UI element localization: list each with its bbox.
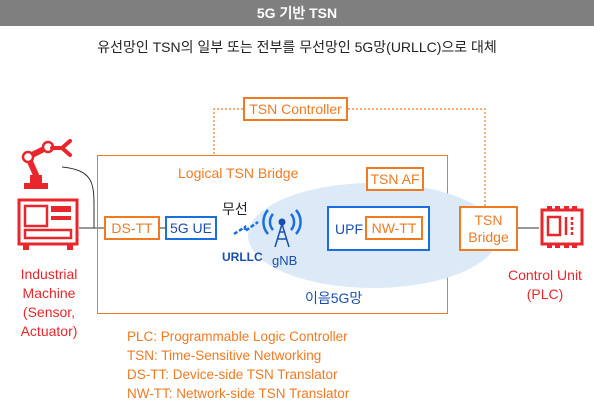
robot-link (61, 166, 104, 229)
subtitle: 유선망인 TSN의 일부 또는 전부를 무선망인 5G망(URLLC)으로 대체 (97, 39, 497, 55)
wireless-link-icon (233, 220, 259, 236)
control-unit-label: Control Unit (PLC) (499, 266, 591, 304)
gnb-antenna-icon (262, 209, 302, 248)
ue-label: 5G UE (169, 220, 212, 236)
industrial-machine-label: Industrial Machine (Sensor, Actuator) (11, 265, 87, 341)
ds-tt-box: DS-TT (104, 216, 160, 240)
controller-link-right (348, 108, 486, 206)
tsn-controller-label: TSN Controller (249, 100, 342, 117)
legend: PLC: Programmable Logic Controller TSN: … (127, 327, 349, 403)
industrial-machine-icon (17, 198, 79, 250)
tsn-bridge-label-line1: TSN (474, 211, 503, 228)
legend-item: TSN: Time-Sensitive Networking (127, 348, 322, 363)
machine-label-line3: (Sensor, (22, 304, 76, 320)
wireless-label: 무선 (222, 201, 248, 217)
tsn-bridge-box: TSN Bridge (459, 206, 518, 251)
legend-item: DS-TT: Device-side TSN Translator (127, 367, 338, 382)
tsn-af-label: TSN AF (370, 170, 420, 187)
legend-item: NW-TT: Network-side TSN Translator (127, 386, 350, 401)
nw-tt-box: NW-TT (365, 216, 423, 240)
controller-link-left (213, 108, 243, 155)
robot-arm-icon (21, 139, 72, 189)
gnb-label: gNB (272, 253, 298, 268)
machine-label-line4: Actuator) (20, 323, 78, 339)
urllc-label: URLLC (222, 250, 263, 264)
plc-icon (540, 206, 584, 248)
legend-item: PLC: Programmable Logic Controller (127, 329, 348, 344)
ds-tt-label: DS-TT (111, 219, 153, 236)
control-unit-label-line1: Control Unit (508, 267, 582, 283)
tsn-bridge-label-line2: Bridge (468, 228, 509, 245)
upf-label: UPF (335, 221, 363, 237)
machine-label-line2: Machine (22, 285, 76, 301)
machine-label-line1: Industrial (20, 266, 78, 282)
diagram-title: 5G 기반 TSN (256, 5, 338, 21)
tsn-controller-box: TSN Controller (243, 97, 348, 121)
nw-tt-label: NW-TT (371, 219, 417, 236)
ue-box: 5G UE (165, 216, 217, 240)
control-unit-label-line2: (PLC) (526, 286, 564, 302)
logical-bridge-label: Logical TSN Bridge (178, 165, 299, 181)
mobile-network-label: 이음5G망 (305, 290, 363, 306)
tsn-af-box: TSN AF (366, 167, 424, 191)
title-bar: 5G 기반 TSN (0, 0, 594, 26)
